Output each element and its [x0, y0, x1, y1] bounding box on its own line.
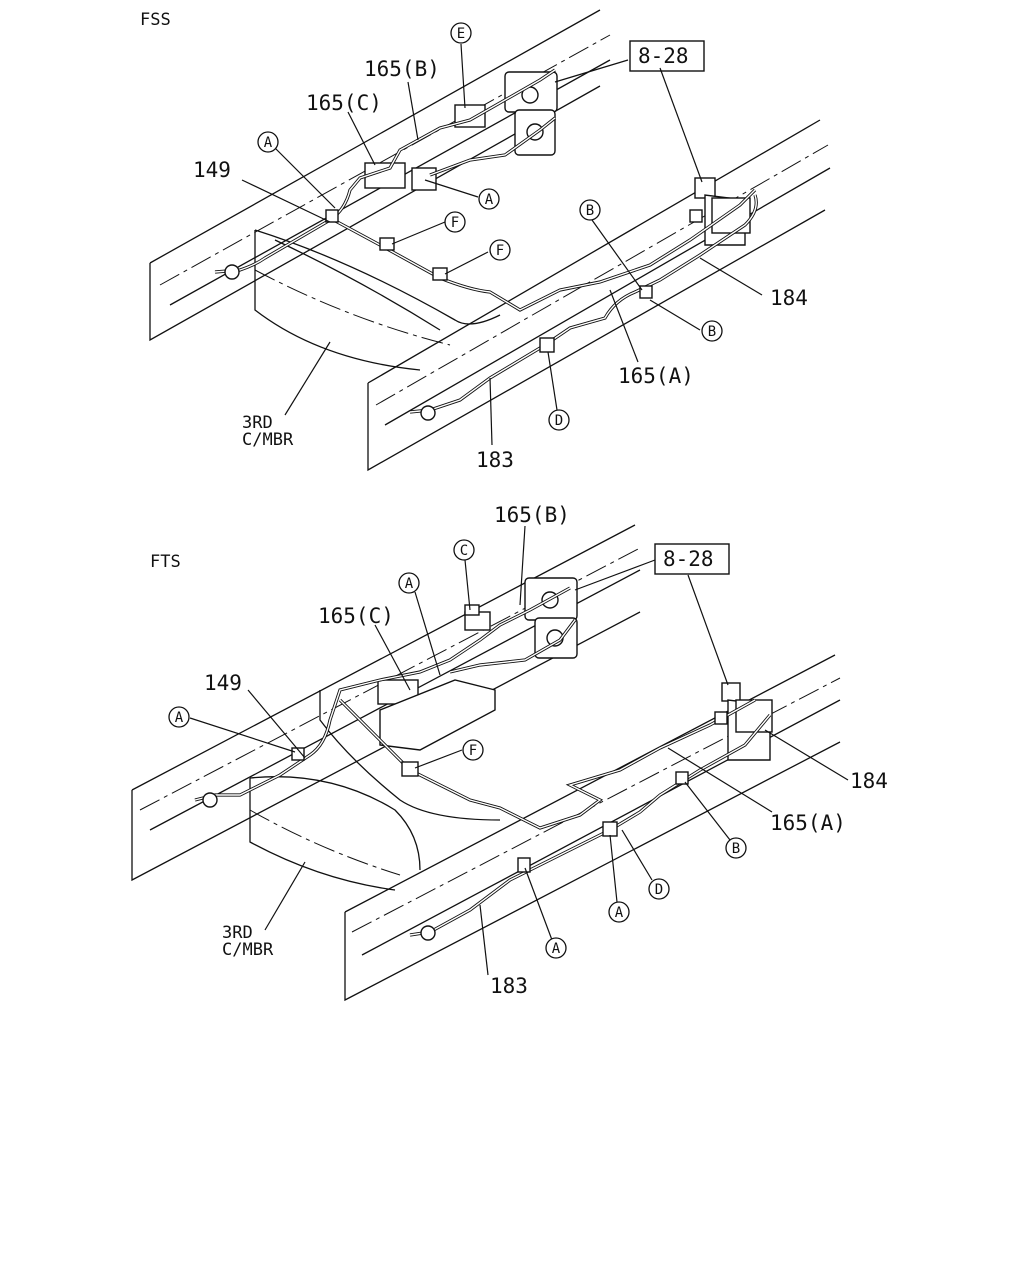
fss-callout-markers: E A A F F B B: [257, 22, 723, 431]
fts-leader-lines: [189, 525, 849, 976]
fts-tank-bracket: [721, 682, 773, 761]
fts-marker-a4: A: [545, 937, 567, 959]
svg-text:D: D: [555, 413, 563, 429]
fts-label-184: 184: [850, 769, 888, 793]
fts-label-165b: 165(B): [494, 503, 570, 527]
fss-label-165c: 165(C): [306, 91, 382, 115]
fss-label-165b: 165(B): [364, 57, 440, 81]
fts-label-cmbr: C/MBR: [222, 940, 274, 960]
fts-marker-a3: A: [608, 901, 630, 923]
fts-title: FTS: [150, 552, 181, 572]
fts-marker-f: F: [462, 739, 484, 761]
fss-marker-a1: A: [257, 131, 279, 153]
svg-text:B: B: [732, 841, 740, 857]
fts-labels: 165(B) 165(C) 149 184 165(A) 183 3RD C/M…: [204, 503, 888, 998]
fss-title: FSS: [140, 10, 171, 30]
fts-ref-box: [654, 543, 730, 575]
fts-ref-box-text: 8-28: [663, 547, 714, 571]
fss-label-165a: 165(A): [618, 364, 694, 388]
fss-valve-assembly: [364, 71, 558, 191]
svg-text:B: B: [708, 324, 716, 340]
fts-marker-b: B: [725, 837, 747, 859]
svg-text:A: A: [615, 905, 624, 921]
svg-text:A: A: [552, 941, 561, 957]
fss-leader-lines: [241, 43, 763, 446]
svg-text:B: B: [586, 203, 594, 219]
svg-text:F: F: [496, 243, 504, 259]
fss-marker-e: E: [450, 22, 472, 44]
svg-text:E: E: [457, 26, 465, 42]
fss-label-183: 183: [476, 448, 514, 472]
fts-pipe-lines: [194, 586, 772, 937]
fts-callout-markers: C A A F B D A: [168, 539, 747, 959]
svg-text:A: A: [264, 135, 273, 151]
svg-text:A: A: [485, 192, 494, 208]
fss-marker-b2: B: [701, 320, 723, 342]
fts-marker-a1: A: [398, 572, 420, 594]
fts-marker-a2: A: [168, 706, 190, 728]
fss-diagram: FSS: [140, 9, 831, 472]
fss-marker-d: D: [548, 409, 570, 431]
fss-marker-a2: A: [478, 188, 500, 210]
fss-ref-box: [629, 40, 705, 72]
fts-marker-c: C: [453, 539, 475, 561]
fss-label-cmbr: C/MBR: [242, 430, 294, 450]
svg-text:F: F: [451, 215, 459, 231]
fss-tank-bracket: [694, 177, 751, 246]
fss-marker-b1: B: [579, 199, 601, 221]
fts-label-165a: 165(A): [770, 811, 846, 835]
fss-marker-f2: F: [489, 239, 511, 261]
fss-labels: 165(B) 165(C) 149 184 165(A) 183 3RD C/M…: [193, 40, 808, 472]
svg-text:A: A: [175, 710, 184, 726]
fss-fittings: [224, 209, 703, 421]
fts-crossmember: [249, 690, 501, 891]
fss-label-149: 149: [193, 158, 231, 182]
fts-label-165c: 165(C): [318, 604, 394, 628]
fts-label-149: 149: [204, 671, 242, 695]
fss-label-3rd: 3RD: [242, 413, 273, 433]
svg-text:F: F: [469, 743, 477, 759]
fss-ref-box-text: 8-28: [638, 44, 689, 68]
fts-label-3rd: 3RD: [222, 923, 253, 943]
svg-text:A: A: [405, 576, 414, 592]
fss-crossmember: [254, 229, 501, 371]
svg-text:D: D: [655, 882, 663, 898]
fts-label-183: 183: [490, 974, 528, 998]
fts-fittings: [202, 604, 728, 941]
fss-label-184: 184: [770, 286, 808, 310]
svg-text:C: C: [460, 543, 468, 559]
fts-diagram: FTS: [131, 503, 888, 1002]
fss-marker-f1: F: [444, 211, 466, 233]
fts-marker-d: D: [648, 878, 670, 900]
